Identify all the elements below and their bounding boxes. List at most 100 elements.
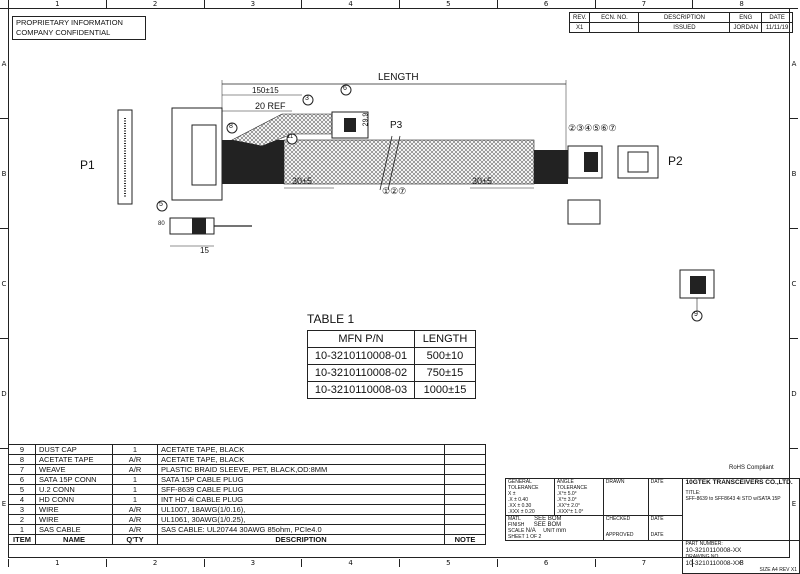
break-mark [379,135,393,191]
rohs-label: RoHS Compliant [729,465,774,471]
table1-cell: 750±15 [414,364,476,382]
part-number: 10-3210110008-XX [685,547,742,554]
bom-cell: SATA 15P CABLE PLUG [157,474,445,485]
p2-top-view [567,199,601,225]
zone-col-label: 4 [301,0,399,8]
bom-cell: UL1007, 18AWG(1/0.16), [157,504,445,515]
p3-label: P3 [390,120,403,131]
callout-127-label: ①②⑦ [382,186,407,196]
bom-cell: WIRE [35,504,113,515]
bom-cell: 3 [8,504,36,515]
zone-col-label: 2 [105,0,204,8]
bom-cell: A/R [112,454,158,465]
callout-row-label: ②③④⑤⑥⑦ [568,123,617,133]
zone-col-label: 2 [105,559,204,567]
zone-col-label: 8 [692,0,790,8]
drawing-number: 10-3210110008-XX [685,560,742,567]
bom-cell [444,474,486,485]
break-mark [387,135,401,191]
title-block: GENERAL TOLERANCE X ± .X ± 0.40 .XX ± 0.… [505,478,800,574]
zone-row-label: A [0,8,8,118]
bom-cell: A/R [112,464,158,475]
rev-cell: ISSUED [638,22,731,33]
p1-connector-body [117,109,133,205]
tb-text: FINISH [508,522,525,528]
bom-cell: U.2 CONN [35,484,113,495]
table1-header: MFN P/N [307,330,415,348]
tb-text: DATE [650,532,664,538]
dim-80-label: 80 [158,221,165,227]
zone-row-label: C [790,228,798,338]
bom-cell [444,504,486,515]
bom-cell [444,454,486,465]
bom-cell: WEAVE [35,464,113,475]
bom-cell: 7 [8,464,36,475]
rev-label: REV X1 [779,567,797,573]
zone-col-label: 6 [496,0,595,8]
tb-text: SCALE [508,528,525,534]
table1: MFN P/N LENGTH 10-3210110008-01 500±10 1… [307,330,476,399]
bom-cell: SATA 15P CONN [35,474,113,485]
length-label: LENGTH [378,72,419,83]
bom-cell: HD CONN [35,494,113,505]
u2-housing-window [191,124,217,186]
zone-row-label: D [0,338,8,448]
zone-col-label: 7 [594,559,693,567]
callout-circle [302,94,314,106]
p2-label: P2 [668,154,683,168]
braided-sleeve [283,139,535,185]
zone-col-label: 5 [399,559,497,567]
zone-col-label: 3 [203,559,302,567]
callout-circle [156,200,168,212]
zone-row-label: D [790,338,798,448]
wire-detail-tape [192,218,206,234]
bom-cell: 4 [8,494,36,505]
bom-header: NOTE [444,534,486,545]
tb-text: .X°± 5.0° [556,491,577,497]
zone-col-label: 4 [301,559,399,567]
angle-tolerance: ANGLE TOLERANCE .X°± 5.0° .X°± 3.0° .XX°… [553,478,604,516]
table1-row: 10-3210110008-03 1000±15 [307,381,476,399]
bom-cell [444,484,486,495]
callout-6-label: 6 [343,85,347,92]
checked-cell: CHECKED APPROVED [602,515,649,541]
bom-cell: 1 [8,524,36,535]
rev-cell: X1 [568,22,591,33]
bom-header: ITEM [8,534,36,545]
tb-text: X ± [508,491,516,497]
table1-row: 10-3210110008-01 500±10 [307,347,476,365]
bom-cell: UL1061, 30AWG(1/0.25), [157,514,445,525]
rev-cell: 11/11/19 [761,22,794,33]
title-label: TITLE: [685,490,701,496]
zone-row-label: A [790,8,798,118]
tb-text: SHEET 1 OF 2 [508,534,542,540]
bom-cell: PLASTIC BRAID SLEEVE, PET, BLACK,OD:8MM [157,464,445,475]
zone-row-label: C [0,228,8,338]
confidential-note: PROPRIETARY INFORMATION COMPANY CONFIDEN… [12,16,146,40]
bom-cell: 1 [112,494,158,505]
tb-text: .XX ± 0.30 [508,503,532,509]
bom-cell: 2 [8,514,36,525]
callout-3-label: 3 [305,95,309,102]
acetate-tape-right [534,150,568,184]
p2-face-port [627,151,649,173]
callout-11-label: 11 [287,134,294,140]
tb-text: .X°± 3.0° [556,497,577,503]
title-value: SFF-8639 to SFF8643 4i STD w/SATA 15P [685,496,781,502]
bom-cell: INT HD 4i CABLE PLUG [157,494,445,505]
bom-cell: SAS CABLE: UL20744 30AWG 85ohm, PCIe4.0 [157,524,445,535]
zone-row-label: B [0,118,8,228]
bom-cell [444,524,486,535]
tb-text: DATE [650,516,664,522]
callout-circle [286,133,298,145]
bom-cell [444,494,486,505]
bom-cell [444,514,486,525]
date-cell-2: DATE DATE [647,515,684,541]
bom-cell: SFF-8639 CABLE PLUG [157,484,445,495]
